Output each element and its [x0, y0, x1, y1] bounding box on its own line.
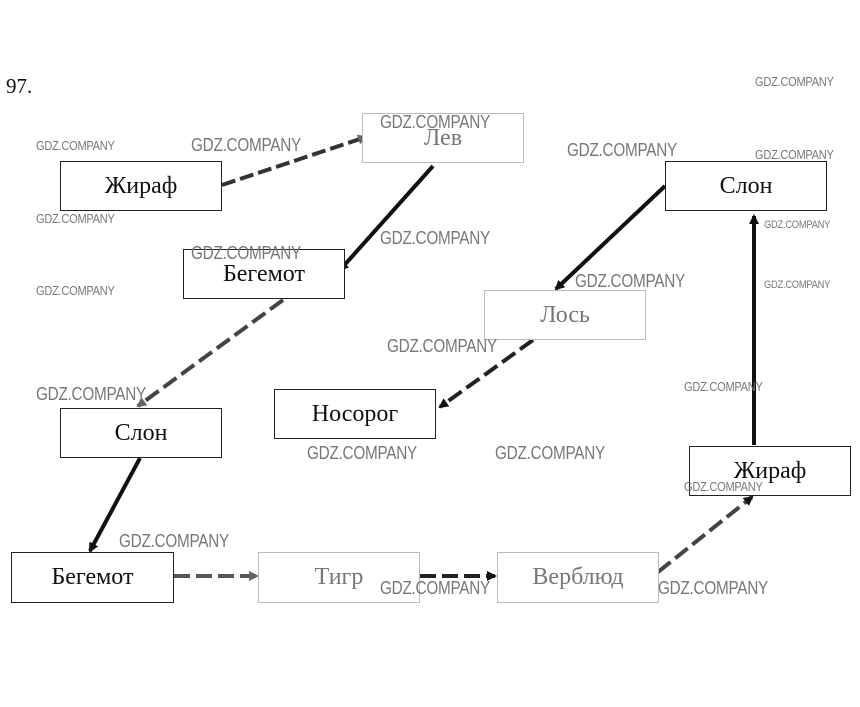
watermark: GDZ.COMPANY	[658, 578, 768, 598]
arrow-giraffe-to-lion	[221, 134, 368, 187]
watermark: GDZ.COMPANY	[755, 147, 834, 162]
arrow-lion-to-hippo	[338, 164, 435, 272]
watermark: GDZ.COMPANY	[119, 531, 229, 551]
watermark: GDZ.COMPANY	[575, 271, 685, 291]
node-giraffe-top: Жираф	[60, 161, 222, 211]
arrow-elephant-to-moose	[554, 184, 667, 291]
arrow-hippo-to-elephant	[136, 298, 285, 408]
watermark: GDZ.COMPANY	[380, 112, 490, 132]
watermark: GDZ.COMPANY	[380, 578, 490, 598]
arrow-elephant-to-hippo	[88, 457, 142, 553]
watermark: GDZ.COMPANY	[36, 138, 115, 153]
arrow-camel-to-giraffe	[656, 495, 754, 574]
watermark: GDZ.COMPANY	[36, 211, 115, 226]
watermark: GDZ.COMPANY	[495, 443, 605, 463]
watermark: GDZ.COMPANY	[307, 443, 417, 463]
watermark: GDZ.COMPANY	[36, 384, 146, 404]
node-elephant-right: Слон	[665, 161, 827, 211]
node-tiger: Тигр	[258, 552, 420, 603]
watermark: GDZ.COMPANY	[764, 219, 831, 231]
watermark: GDZ.COMPANY	[387, 336, 497, 356]
node-rhino: Носорог	[274, 389, 436, 439]
problem-number: 97.	[6, 74, 33, 98]
watermark: GDZ.COMPANY	[764, 279, 831, 291]
arrow-moose-to-rhino	[438, 338, 535, 409]
watermark: GDZ.COMPANY	[191, 243, 301, 263]
watermark: GDZ.COMPANY	[684, 479, 763, 494]
node-hippo-bottom: Бегемот	[11, 552, 174, 603]
node-moose: Лось	[484, 290, 646, 340]
watermark: GDZ.COMPANY	[36, 283, 115, 298]
node-hippo-mid: Бегемот	[183, 249, 345, 299]
watermark: GDZ.COMPANY	[191, 135, 301, 155]
node-giraffe-right: Жираф	[689, 446, 851, 496]
watermark: GDZ.COMPANY	[380, 228, 490, 248]
node-elephant-left: Слон	[60, 408, 222, 458]
node-camel: Верблюд	[497, 552, 659, 603]
node-lion: Лев	[362, 113, 524, 163]
watermark: GDZ.COMPANY	[684, 379, 763, 394]
watermark: GDZ.COMPANY	[567, 140, 677, 160]
watermark: GDZ.COMPANY	[755, 74, 834, 89]
